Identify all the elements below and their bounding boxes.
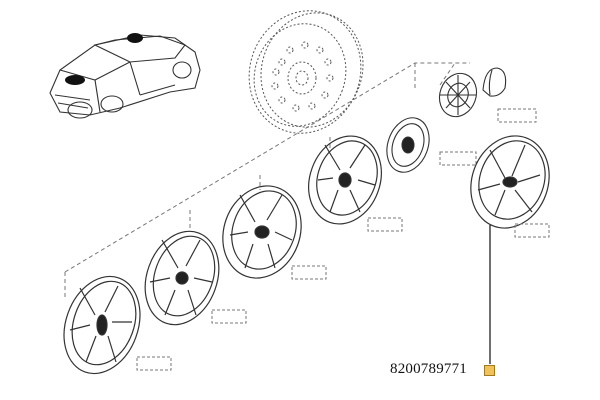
callout-box xyxy=(291,265,327,280)
part-marker[interactable] xyxy=(484,365,495,376)
callout-box xyxy=(211,309,247,324)
callout-box xyxy=(514,223,550,238)
car-icon xyxy=(49,33,201,119)
wheel-cover-icon xyxy=(144,230,220,326)
callout-box xyxy=(439,151,477,166)
callout-box xyxy=(136,356,172,371)
steel-wheel-icon xyxy=(248,10,364,134)
wheel-cover-icon xyxy=(470,135,550,229)
wheel-cover-icon xyxy=(386,117,430,173)
wheel-cover-icon xyxy=(63,275,141,375)
callout-box xyxy=(367,217,403,232)
part-reference-number: 8200789771 xyxy=(390,361,467,377)
center-cap-icon xyxy=(438,72,478,118)
wheel-cover-icon xyxy=(308,135,382,225)
dashed-frame xyxy=(64,62,470,300)
dome-cap-icon xyxy=(482,67,507,97)
wheel-cover-icon xyxy=(222,185,302,279)
callout-box xyxy=(497,108,537,123)
